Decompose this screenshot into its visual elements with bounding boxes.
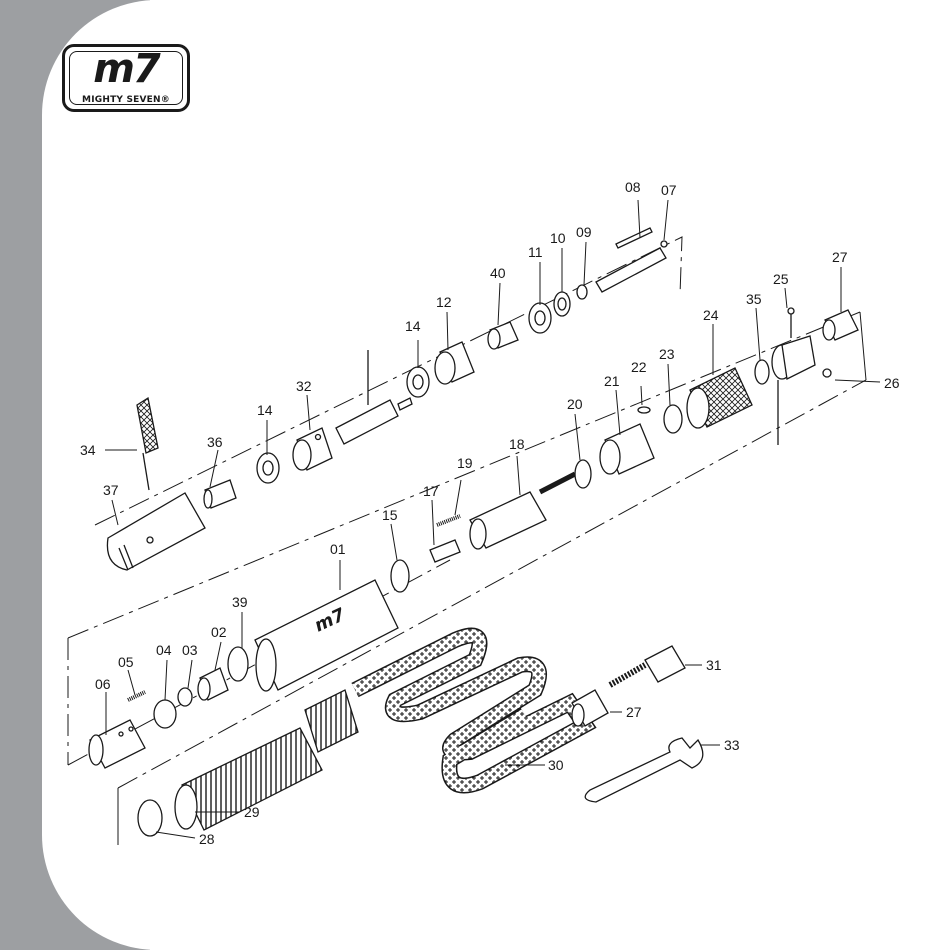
label-31: 31: [706, 657, 722, 673]
part-28-ring: [138, 800, 162, 836]
label-36: 36: [207, 434, 223, 450]
middle-assembly: m7: [255, 308, 858, 691]
label-05: 05: [118, 654, 134, 670]
label-08: 08: [625, 179, 641, 195]
part-27-connector-b: [572, 690, 608, 726]
label-01: 01: [330, 541, 346, 557]
part-02-fitting: [198, 668, 228, 700]
label-33: 33: [724, 737, 740, 753]
label-37: 37: [103, 482, 119, 498]
label-14-b: 14: [405, 318, 421, 334]
part-34-tool: [137, 398, 158, 490]
part-21-lever-housing: [600, 424, 654, 474]
part-26-ball: [823, 369, 831, 377]
part-19-spring: [437, 516, 460, 525]
part-25-valve-block: [772, 308, 815, 445]
label-32: 32: [296, 378, 312, 394]
part-03-washer: [178, 688, 192, 706]
label-27-a: 27: [832, 249, 848, 265]
part-14-bearing-b: [407, 367, 429, 397]
part-14-bearing-a: [257, 453, 279, 483]
part-22-pin: [638, 407, 650, 413]
part-31-swivel: [610, 646, 685, 685]
label-28: 28: [199, 831, 215, 847]
label-18: 18: [509, 436, 525, 452]
label-12: 12: [436, 294, 452, 310]
label-07: 07: [661, 182, 677, 198]
rotor-shaft: [336, 350, 412, 444]
label-39: 39: [232, 594, 248, 610]
part-33-wrench: [585, 738, 703, 802]
label-23: 23: [659, 346, 675, 362]
label-30: 30: [548, 757, 564, 773]
label-27-b: 27: [626, 704, 642, 720]
label-25: 25: [773, 271, 789, 287]
part-37-nose: [107, 493, 205, 570]
part-24-grip: [687, 368, 752, 428]
part-35-ring: [755, 360, 769, 384]
part-15-o-ring: [391, 560, 409, 592]
part-10-washer: [554, 292, 570, 316]
label-10: 10: [550, 230, 566, 246]
label-04: 04: [156, 642, 172, 658]
label-03: 03: [182, 642, 198, 658]
label-15: 15: [382, 507, 398, 523]
part-36-collet: [204, 480, 236, 508]
label-17: 17: [423, 483, 439, 499]
label-21: 21: [604, 373, 620, 389]
part-09-ring: [577, 285, 587, 299]
part-06-end-cap: [89, 720, 145, 768]
label-22: 22: [631, 359, 647, 375]
label-02: 02: [211, 624, 227, 640]
part-18-inlet: [470, 474, 575, 549]
part-17-valve: [430, 540, 460, 562]
label-14-a: 14: [257, 402, 273, 418]
part-08-key: [616, 228, 652, 248]
label-20: 20: [567, 396, 583, 412]
label-29: 29: [244, 804, 260, 820]
lower-assembly: [89, 636, 703, 837]
part-23-washer: [664, 405, 682, 433]
part-32-housing: [293, 428, 332, 470]
part-40-spacer: [488, 322, 518, 349]
part-04-nut: [154, 700, 176, 728]
part-11-bearing: [529, 303, 551, 333]
part-29-hose-sleeve: [175, 690, 358, 830]
part-07-spindle: [596, 241, 667, 292]
part-12-cylinder: [435, 342, 474, 384]
label-09: 09: [576, 224, 592, 240]
label-35: 35: [746, 291, 762, 307]
part-20-o-ring: [575, 460, 591, 488]
label-11: 11: [528, 244, 543, 260]
label-26: 26: [884, 375, 900, 391]
label-34: 34: [80, 442, 96, 458]
label-19: 19: [457, 455, 473, 471]
part-39-o-ring: [228, 647, 248, 681]
label-24: 24: [703, 307, 719, 323]
part-05-spring: [128, 692, 145, 700]
label-40: 40: [490, 265, 506, 281]
label-06: 06: [95, 676, 111, 692]
